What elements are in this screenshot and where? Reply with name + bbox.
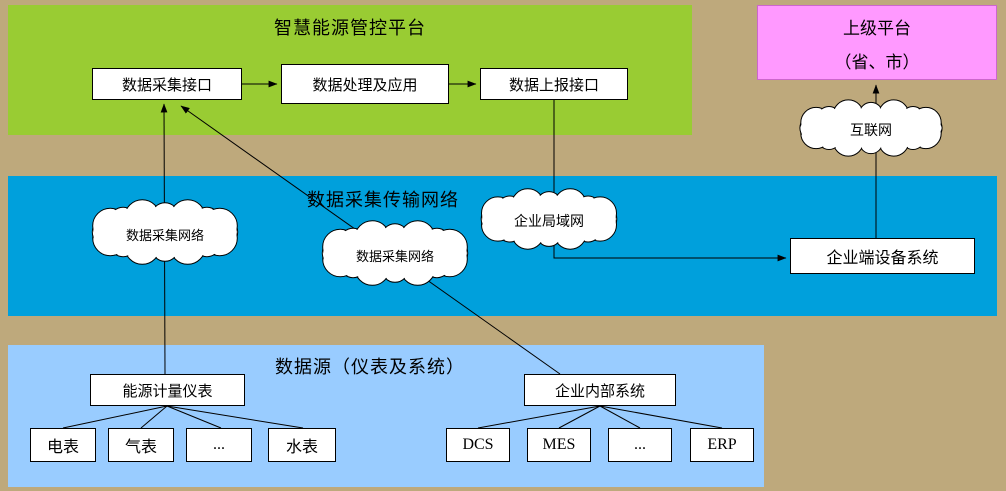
system-mes-box: MES — [527, 428, 591, 462]
data-collect-interface-box: 数据采集接口 — [92, 68, 242, 100]
enterprise-internal-systems-box: 企业内部系统 — [524, 374, 676, 406]
meter-water-box: 水表 — [268, 428, 336, 462]
system-dcs-box: DCS — [446, 428, 510, 462]
source-band-title: 数据源（仪表及系统） — [275, 357, 465, 377]
collect-network-cloud-1-label: 数据采集网络 — [125, 228, 204, 243]
system-erp-box: ERP — [690, 428, 754, 462]
meter-ellipsis-box: ... — [186, 428, 252, 462]
energy-meters-box: 能源计量仪表 — [90, 374, 245, 406]
enterprise-device-system-box: 企业端设备系统 — [790, 238, 975, 274]
platform-band-title: 智慧能源管控平台 — [274, 18, 426, 38]
source-band: 数据源（仪表及系统） — [8, 345, 764, 487]
data-report-interface-box: 数据上报接口 — [480, 68, 628, 100]
upper-platform-subtitle: （省、市） — [834, 53, 920, 72]
enterprise-lan-cloud-label: 企业局域网 — [514, 215, 584, 230]
data-process-app-box: 数据处理及应用 — [281, 64, 449, 104]
meter-electric-box: 电表 — [30, 428, 96, 462]
upper-platform-title: 上级平台 — [843, 19, 911, 38]
meter-gas-box: 气表 — [108, 428, 174, 462]
upper-platform-box: 上级平台 （省、市） — [757, 5, 997, 80]
network-band-title: 数据采集传输网络 — [307, 190, 459, 210]
collect-network-cloud-2-label: 数据采集网络 — [355, 249, 434, 264]
system-ellipsis-box: ... — [608, 428, 672, 462]
internet-cloud-label: 互联网 — [850, 124, 892, 139]
